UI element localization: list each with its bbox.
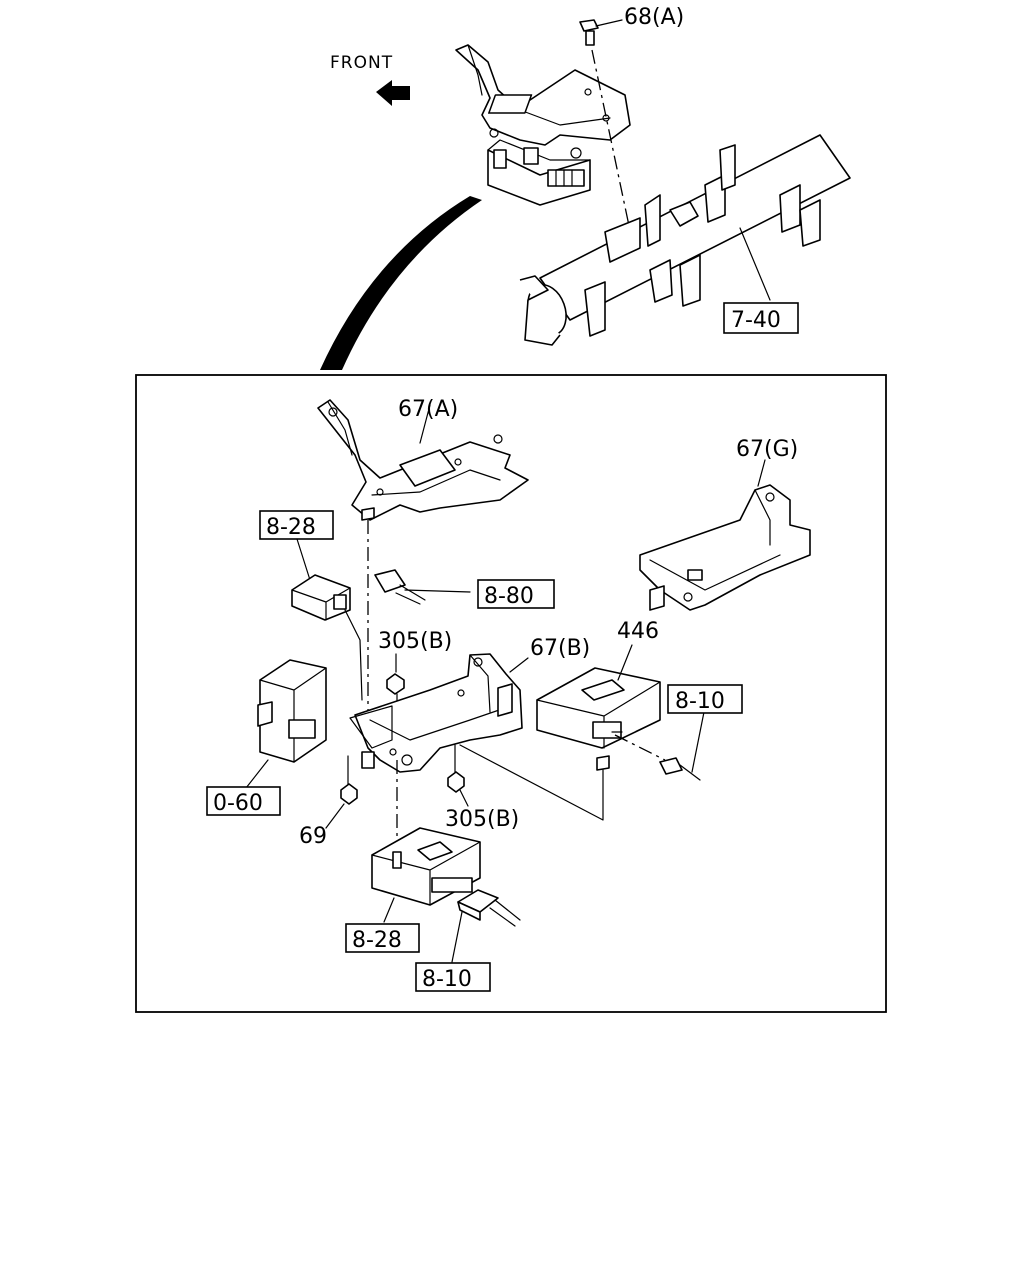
callout-box-7-40 bbox=[723, 302, 799, 334]
bracket-67a: 67(A) bbox=[317, 397, 529, 521]
callout-box-0-60 bbox=[206, 786, 281, 816]
connector-8-10-lower: 8-10 bbox=[415, 889, 521, 992]
nut-305b-lower-icon bbox=[447, 771, 465, 793]
module-0-60: 0-60 bbox=[206, 659, 327, 816]
callout-box-8-28-lower bbox=[345, 923, 420, 953]
callout-box-8-10-right bbox=[667, 684, 743, 714]
connector-8-80: 8-80 bbox=[374, 569, 555, 609]
relay-upper bbox=[291, 574, 351, 621]
nut-305b-upper-icon bbox=[386, 673, 405, 695]
bracket-67b: 67(B) bbox=[349, 636, 590, 773]
nut-69-icon bbox=[340, 783, 358, 805]
callout-box-8-80 bbox=[477, 579, 555, 609]
module-8-28-lower: 8-28 bbox=[345, 827, 481, 953]
connector-8-10-right: 8-10 bbox=[614, 684, 743, 781]
callout-7-40: 7-40 bbox=[731, 308, 781, 333]
callout-68a: 68(A) bbox=[624, 5, 684, 30]
callout-8-80: 8-80 bbox=[484, 584, 534, 609]
detail-leader bbox=[320, 196, 482, 370]
callout-8-10-lower: 8-10 bbox=[422, 967, 472, 992]
bolt-68a: 68(A) bbox=[579, 5, 684, 46]
front-arrow-icon bbox=[376, 80, 410, 106]
callout-67g: 67(G) bbox=[736, 437, 798, 462]
callout-8-10-right: 8-10 bbox=[675, 689, 725, 714]
callout-0-60: 0-60 bbox=[213, 791, 263, 816]
callout-8-28-lower: 8-28 bbox=[352, 928, 402, 953]
front-label: FRONT bbox=[330, 53, 393, 73]
cross-member: 7-40 bbox=[519, 134, 851, 346]
nut-305b-lower: 305(B) bbox=[445, 744, 519, 832]
module-446: 446 bbox=[536, 619, 661, 771]
detail-frame bbox=[135, 374, 887, 1013]
nut-69: 69 bbox=[299, 755, 358, 849]
callout-446: 446 bbox=[617, 619, 659, 644]
callout-305b-upper: 305(B) bbox=[378, 629, 452, 654]
top-bracket-assembly bbox=[455, 44, 631, 206]
bracket-67g: 67(G) bbox=[639, 437, 811, 611]
callout-67a: 67(A) bbox=[398, 397, 458, 422]
callout-8-28-upper: 8-28 bbox=[266, 515, 316, 540]
callout-305b-lower: 305(B) bbox=[445, 807, 519, 832]
callout-67b: 67(B) bbox=[530, 636, 590, 661]
callout-box-8-10-lower bbox=[415, 962, 491, 992]
callout-69: 69 bbox=[299, 824, 327, 849]
